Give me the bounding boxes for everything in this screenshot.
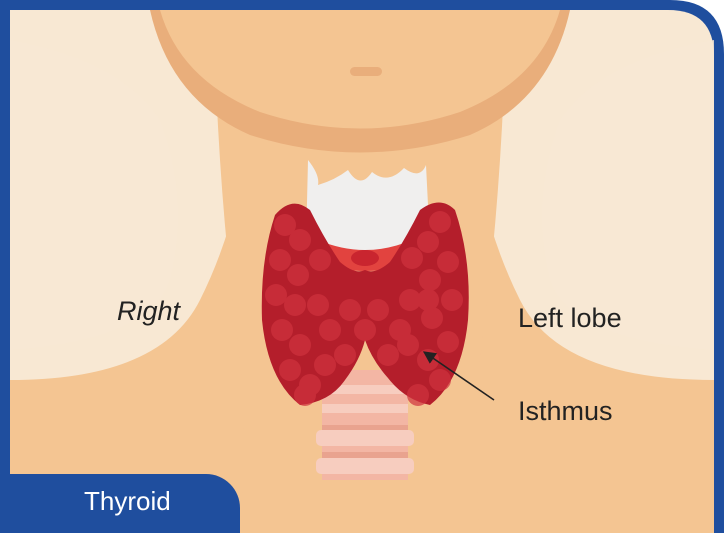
gland-nodule: [429, 211, 451, 233]
gland-nodule: [334, 344, 356, 366]
gland-nodule: [441, 289, 463, 311]
gland-nodule: [397, 334, 419, 356]
gland-nodule: [407, 384, 429, 406]
right-label: Right: [117, 298, 180, 325]
chin-dimple: [350, 67, 382, 76]
gland-nodule: [417, 231, 439, 253]
gland-nodule: [401, 247, 423, 269]
thyroid-badge-label: Thyroid: [84, 488, 171, 514]
gland-nodule: [294, 384, 316, 406]
gland-nodule: [279, 359, 301, 381]
gland-nodule: [319, 319, 341, 341]
gland-nodule: [419, 269, 441, 291]
gland-nodule: [354, 319, 376, 341]
gland-nodule: [339, 299, 361, 321]
gland-nodule: [377, 344, 399, 366]
left-lobe-label: Left lobe: [518, 305, 622, 332]
gland-nodule: [271, 319, 293, 341]
gland-nodule: [367, 299, 389, 321]
gland-nodule: [417, 289, 439, 311]
gland-nodule: [307, 294, 329, 316]
isthmus-label: Isthmus: [518, 398, 613, 425]
gland-nodule: [429, 369, 451, 391]
gland-nodule: [287, 264, 309, 286]
gland-nodule: [437, 331, 459, 353]
gland-nodule: [269, 249, 291, 271]
gland-nodule: [309, 249, 331, 271]
gland-nodule: [289, 334, 311, 356]
gland-nodule: [314, 354, 336, 376]
gland-nodule: [437, 251, 459, 273]
gland-nodule: [284, 294, 306, 316]
gland-nodule: [265, 284, 287, 306]
gland-nodule: [289, 229, 311, 251]
